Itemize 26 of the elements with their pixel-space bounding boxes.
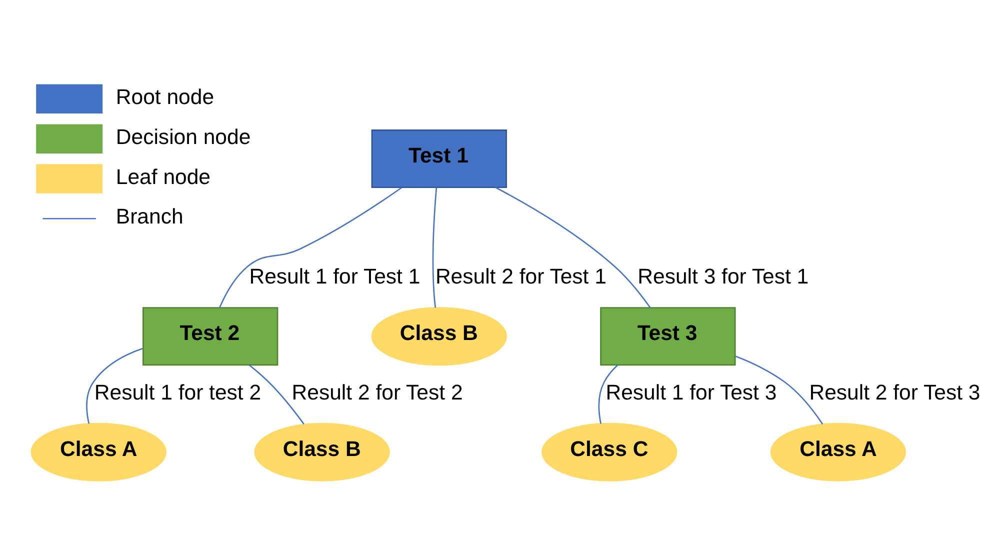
legend-label: Branch bbox=[116, 204, 184, 228]
node-box: Test 3 bbox=[600, 306, 736, 366]
connector bbox=[86, 347, 144, 424]
connector bbox=[219, 186, 402, 308]
connector bbox=[248, 364, 304, 424]
edge-label: Result 3 for Test 1 bbox=[638, 264, 809, 288]
legend-label: Root node bbox=[116, 84, 214, 108]
edge-label: Result 2 for Test 1 bbox=[435, 264, 606, 288]
legend-label: Decision node bbox=[116, 124, 251, 148]
edge-label: Result 2 for Test 3 bbox=[809, 380, 980, 404]
node-ellipse: Class B bbox=[254, 422, 390, 481]
node-ellipse: Class A bbox=[30, 422, 166, 481]
node-box: Test 1 bbox=[371, 129, 507, 188]
edge-label: Result 1 for Test 3 bbox=[606, 380, 777, 404]
edge-label: Result 1 for Test 1 bbox=[249, 264, 420, 288]
connector bbox=[735, 355, 824, 424]
node-ellipse: Class C bbox=[542, 422, 678, 481]
connector bbox=[495, 186, 651, 308]
node-ellipse: Class B bbox=[371, 306, 507, 366]
legend-label: Leaf node bbox=[116, 164, 211, 188]
node-ellipse: Class A bbox=[770, 422, 906, 481]
node-box: Test 2 bbox=[142, 306, 278, 366]
connector bbox=[432, 187, 438, 308]
connector bbox=[598, 364, 618, 424]
edge-label: Result 1 for test 2 bbox=[94, 380, 262, 404]
edge-label: Result 2 for Test 2 bbox=[292, 380, 463, 404]
